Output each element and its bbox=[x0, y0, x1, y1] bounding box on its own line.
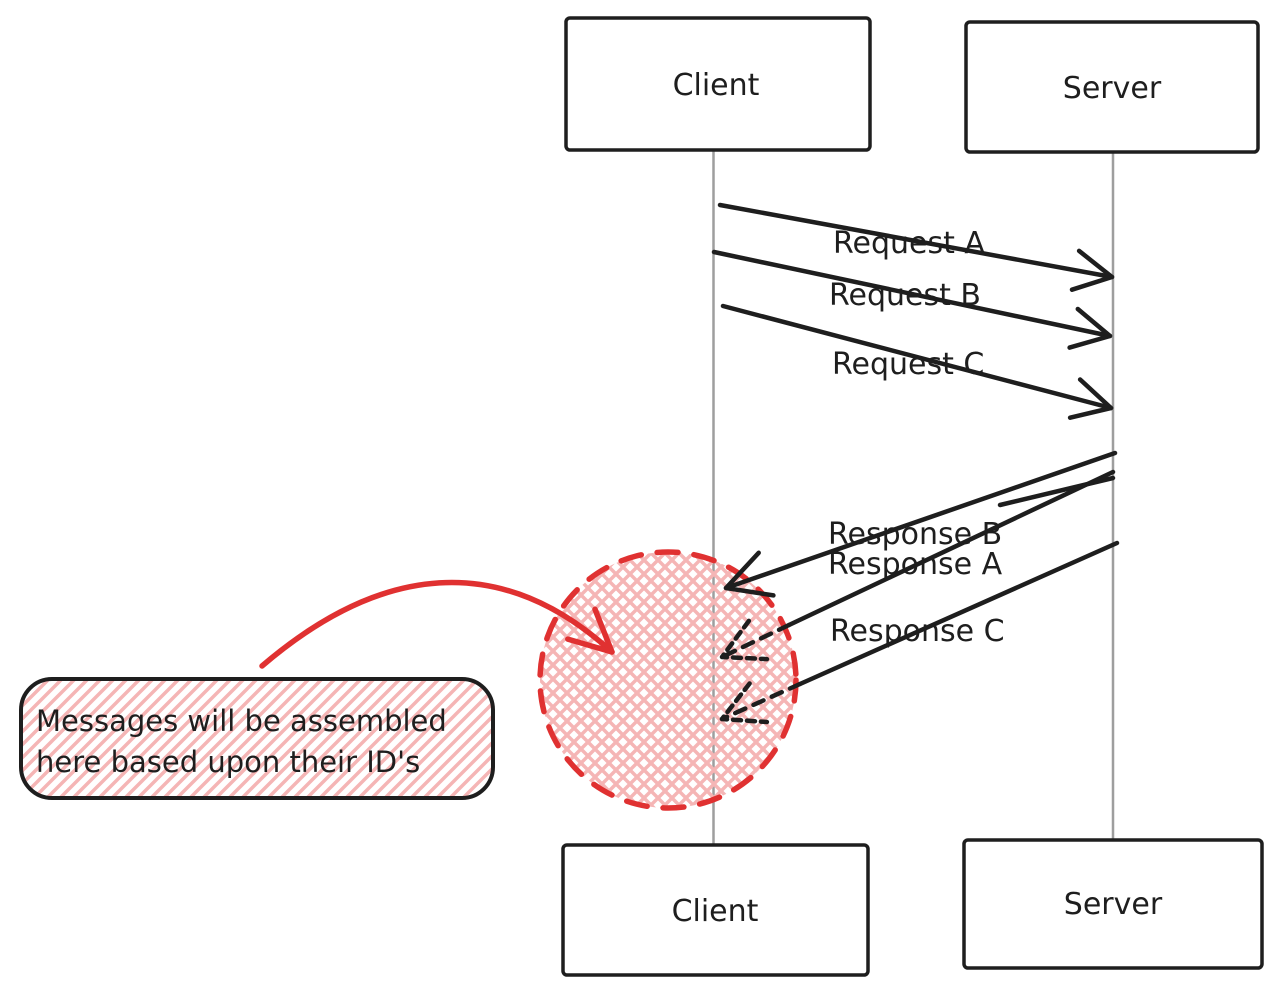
response-c-arrow bbox=[719, 540, 1120, 725]
request-c-arrow bbox=[720, 303, 1114, 420]
note-box bbox=[19, 677, 495, 800]
note-text-line2: here based upon their ID's bbox=[36, 745, 420, 779]
note-pointer-arrow bbox=[259, 579, 615, 669]
response-a-label: Response A bbox=[828, 547, 1003, 582]
request-c-arrowhead-icon bbox=[1067, 377, 1114, 420]
response-a-line-solid bbox=[786, 469, 1116, 628]
response-a-arrowhead-icon bbox=[719, 618, 770, 662]
response-b-line bbox=[723, 450, 1118, 591]
actor-box-server-bottom bbox=[962, 838, 1264, 970]
assembly-highlight-circle bbox=[537, 549, 799, 811]
note-pointer-arrowhead-icon bbox=[565, 606, 615, 655]
response-b-arrowhead-icon bbox=[723, 550, 776, 598]
response-c-arrowhead-icon bbox=[719, 681, 770, 725]
request-a-arrowhead-icon bbox=[1069, 248, 1115, 292]
request-a-line bbox=[717, 202, 1115, 280]
actor-box-client-top bbox=[564, 16, 872, 152]
response-b-label: Response B bbox=[828, 517, 1002, 552]
actor-label-server-bottom: Server bbox=[1064, 887, 1163, 922]
actor-label-client-top: Client bbox=[673, 68, 760, 103]
request-c-line bbox=[720, 303, 1114, 411]
request-b-label: Request B bbox=[829, 278, 981, 313]
request-a-arrow bbox=[717, 202, 1115, 292]
note-pointer-curve bbox=[259, 579, 615, 669]
actor-box-server-top bbox=[964, 20, 1260, 154]
request-b-line bbox=[711, 249, 1113, 339]
request-a-label: Request A bbox=[833, 226, 985, 261]
response-a-line-dashed bbox=[719, 622, 792, 660]
request-b-arrow bbox=[711, 249, 1113, 350]
note-text-line1: Messages will be assembled bbox=[36, 704, 447, 738]
request-b-arrowhead-icon bbox=[1067, 306, 1113, 350]
actor-box-client-bottom bbox=[561, 843, 870, 977]
response-c-line-solid bbox=[797, 540, 1120, 687]
actor-label-server-top: Server bbox=[1063, 71, 1162, 106]
actor-label-client-bottom: Client bbox=[672, 894, 759, 929]
response-a-arrow bbox=[719, 469, 1116, 662]
request-c-label: Request C bbox=[832, 347, 984, 382]
response-c-label: Response C bbox=[830, 614, 1005, 649]
response-c-line-dashed bbox=[719, 681, 803, 722]
